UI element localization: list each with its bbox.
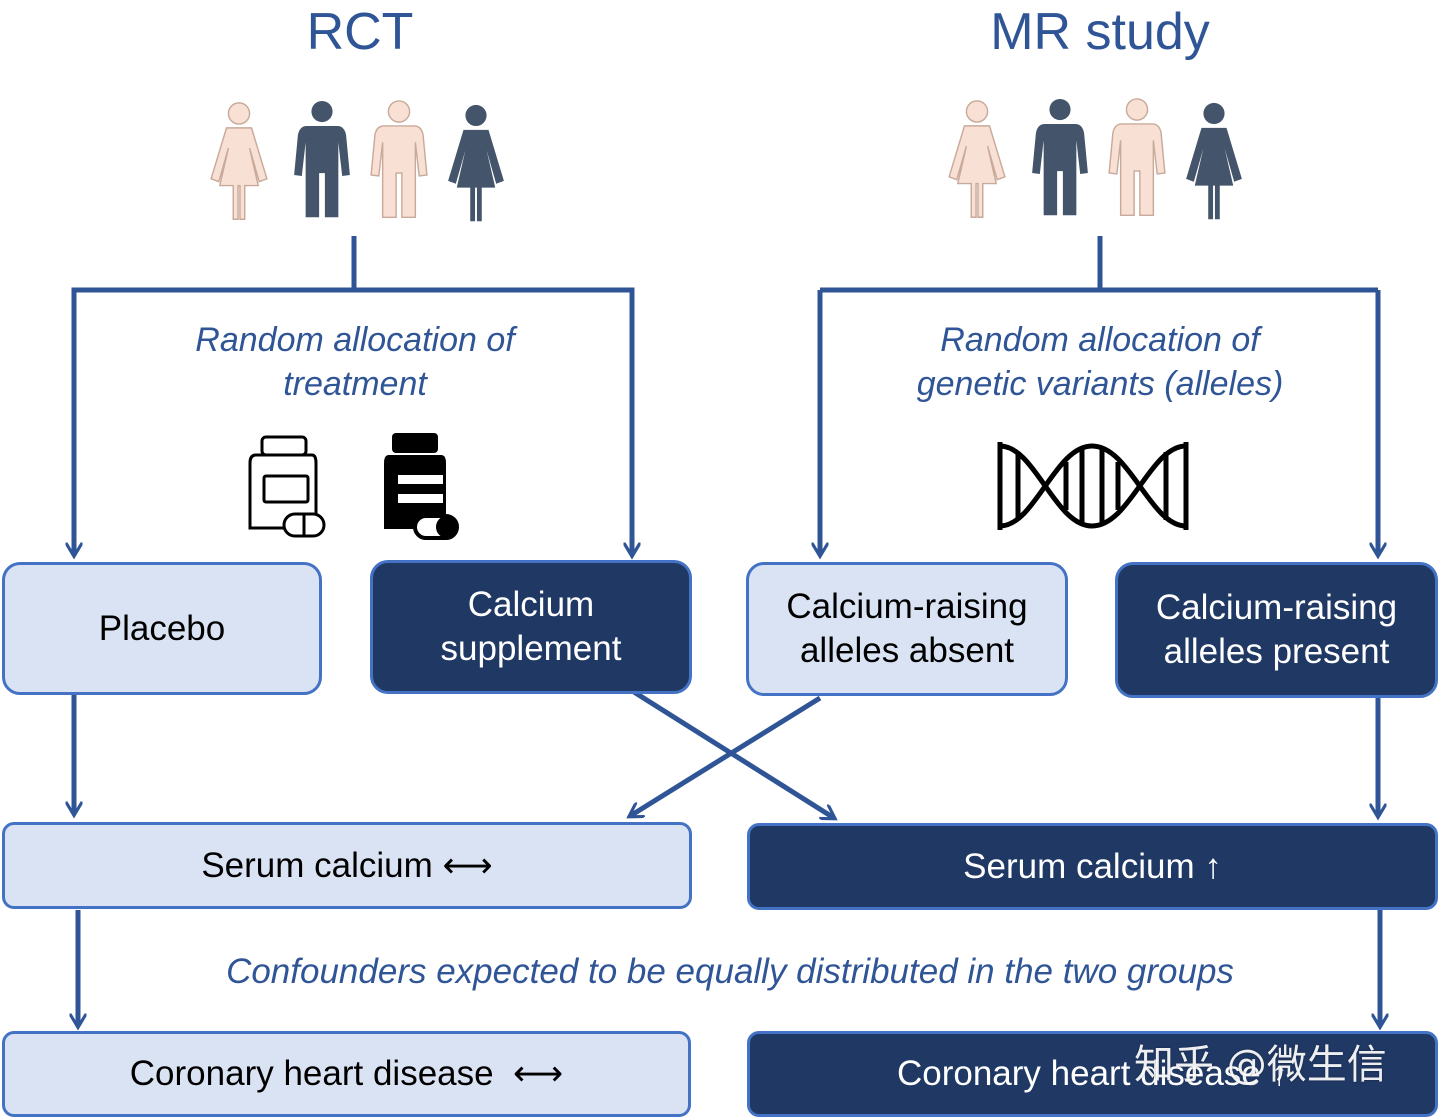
mr-allocation-note: Random allocation of genetic variants (a… [860,318,1340,406]
mr-allocation-note-line1: Random allocation of [940,321,1260,359]
pill-bottle-filled-icon [384,433,459,540]
calcium-supplement-box: Calcium supplement [370,560,692,694]
chd-left-box: Coronary heart disease ⟷ [2,1031,691,1117]
male-person-icon [1032,98,1088,216]
alleles-absent-label-line1: Calcium-raising [786,587,1028,626]
mr-heading: MR study [990,3,1210,61]
rct-allocation-lines [74,236,632,555]
rct-allocation-note: Random allocation of treatment [130,318,580,406]
alleles-present-box: Calcium-raising alleles present [1115,562,1438,698]
rct-heading: RCT [306,3,414,61]
rct-participants [210,100,504,222]
male-person-icon [294,100,350,218]
male-person-icon [1108,98,1166,217]
chd-right-box: Coronary heart disease ↑ [747,1031,1438,1117]
calcium-supplement-label-line1: Calcium [467,585,595,624]
serum-calcium-left-label: Serum calcium ⟷ [201,845,493,885]
dna-helix-icon [997,442,1189,530]
female-person-icon [448,104,504,222]
chd-left-label: Coronary heart disease ⟷ [129,1054,564,1093]
female-person-icon [1186,102,1242,220]
rct-allocation-note-line1: Random allocation of [195,321,515,359]
alleles-present-label-line2: alleles present [1163,632,1390,671]
female-person-icon [948,100,1006,218]
confounders-note: Confounders expected to be equally distr… [226,952,1234,991]
watermark: 知乎 @微生信 [1134,1042,1387,1088]
outcome-arrows [74,689,1380,1026]
serum-calcium-left-box: Serum calcium ⟷ [2,822,692,909]
alleles-absent-label-line2: alleles absent [799,631,1015,670]
placebo-label: Placebo [98,608,226,648]
pill-bottle-outline-icon [248,435,326,538]
chd-right-label: Coronary heart disease ↑ [896,1054,1289,1093]
serum-calcium-right-label: Serum calcium ↑ [963,846,1222,886]
serum-calcium-right-box: Serum calcium ↑ [747,823,1438,910]
placebo-box: Placebo [2,562,322,695]
mr-allocation-note-line2: genetic variants (alleles) [916,365,1284,403]
female-person-icon [210,102,268,220]
male-person-icon [370,100,428,219]
alleles-absent-box: Calcium-raising alleles absent [746,562,1068,696]
rct-allocation-note-line2: treatment [283,365,427,403]
alleles-present-label-line1: Calcium-raising [1155,588,1398,627]
mr-participants [948,98,1242,220]
mr-allocation-lines [820,236,1378,555]
calcium-supplement-label-line2: supplement [440,629,622,668]
